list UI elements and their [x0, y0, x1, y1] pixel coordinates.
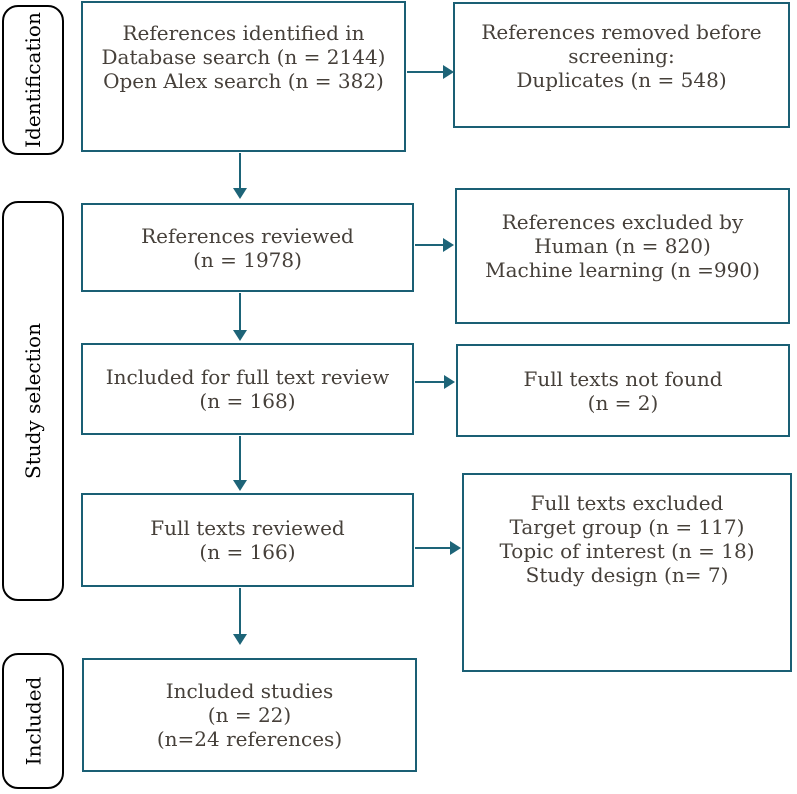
arrow-line	[238, 436, 242, 480]
box-full-texts-not-found-text: Full texts not found (n = 2)	[523, 366, 723, 415]
arrow-right-identified-to-removed	[407, 65, 454, 79]
box-references-excluded-text: References excluded by Human (n = 820) M…	[485, 210, 760, 282]
stage-label-included-text: Included	[21, 676, 46, 766]
arrow-head-icon	[450, 541, 461, 555]
box-references-excluded: References excluded by Human (n = 820) M…	[455, 188, 790, 324]
arrow-line	[415, 380, 444, 384]
stage-label-study-selection: Study selection	[2, 201, 64, 601]
arrow-head-icon	[233, 188, 247, 199]
box-full-texts-reviewed-text: Full texts reviewed (n = 166)	[150, 516, 345, 564]
arrow-down-identified-to-reviewed	[233, 153, 247, 199]
arrow-down-full-texts-reviewed-to-included-studies	[233, 588, 247, 645]
box-references-identified-text: References identified in Database search…	[101, 21, 386, 93]
box-included-studies: Included studies (n = 22) (n=24 referenc…	[82, 658, 417, 772]
arrow-line	[415, 243, 443, 247]
box-references-identified: References identified in Database search…	[81, 1, 406, 152]
stage-label-identification: Identification	[2, 5, 64, 155]
arrow-line	[238, 293, 242, 330]
arrow-head-icon	[233, 330, 247, 341]
box-included-studies-text: Included studies (n = 22) (n=24 referenc…	[156, 679, 343, 751]
arrow-head-icon	[443, 65, 454, 79]
arrow-down-reviewed-to-full-text-review	[233, 293, 247, 341]
box-removed-before-screening-text: References removed before screening: Dup…	[481, 20, 762, 92]
arrow-down-full-text-review-to-full-texts-reviewed	[233, 436, 247, 491]
arrow-line	[238, 588, 242, 634]
box-full-texts-not-found: Full texts not found (n = 2)	[456, 344, 790, 437]
arrow-right-reviewed-to-excluded	[415, 238, 454, 252]
arrow-line	[415, 546, 450, 550]
arrow-head-icon	[233, 634, 247, 645]
arrow-line	[238, 153, 242, 188]
arrow-right-full-texts-reviewed-to-excluded	[415, 541, 461, 555]
arrow-line	[407, 70, 443, 74]
arrow-head-icon	[443, 238, 454, 252]
arrow-right-full-text-review-to-not-found	[415, 375, 455, 389]
arrow-head-icon	[233, 480, 247, 491]
box-removed-before-screening: References removed before screening: Dup…	[453, 2, 790, 128]
stage-label-included: Included	[2, 653, 64, 789]
box-included-full-text-review: Included for full text review (n = 168)	[81, 343, 414, 435]
box-references-reviewed-text: References reviewed (n = 1978)	[141, 223, 354, 272]
box-full-texts-excluded-text: Full texts excluded Target group (n = 11…	[499, 491, 755, 587]
box-included-full-text-review-text: Included for full text review (n = 168)	[105, 365, 390, 413]
box-references-reviewed: References reviewed (n = 1978)	[81, 203, 414, 292]
box-full-texts-excluded: Full texts excluded Target group (n = 11…	[462, 473, 792, 672]
stage-label-identification-text: Identification	[21, 12, 45, 148]
arrow-head-icon	[444, 375, 455, 389]
box-full-texts-reviewed: Full texts reviewed (n = 166)	[81, 493, 414, 587]
stage-label-study-selection-text: Study selection	[21, 323, 45, 479]
